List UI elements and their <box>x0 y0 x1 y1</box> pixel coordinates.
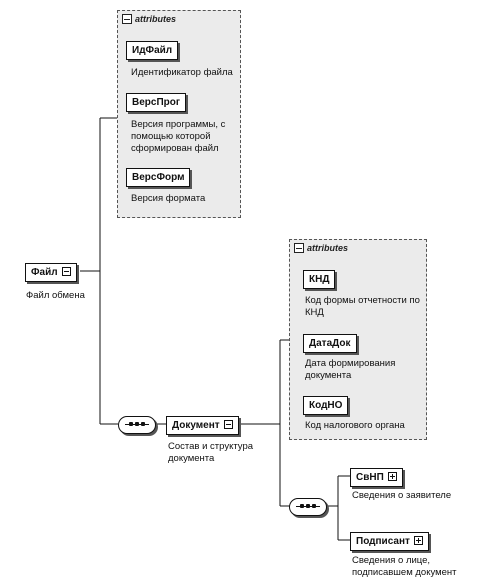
expand-icon[interactable] <box>387 472 397 481</box>
child-svnp[interactable]: СвНП <box>350 468 403 487</box>
collapse-icon[interactable] <box>223 420 233 429</box>
child-podpisant-description: Сведения о лице, подписавшем документ <box>352 555 457 578</box>
child-podpisant[interactable]: Подписант <box>350 532 429 551</box>
attr-idfile-description: Идентификатор файла <box>131 67 233 78</box>
collapse-icon[interactable] <box>122 14 132 24</box>
sequence-compositor[interactable] <box>118 416 156 434</box>
attr-versprog[interactable]: ВерсПрог <box>126 93 187 112</box>
collapse-icon[interactable] <box>61 267 71 276</box>
collapse-icon[interactable] <box>294 243 304 253</box>
root-description: Файл обмена <box>26 290 85 301</box>
group-header[interactable]: attributes <box>294 243 348 253</box>
group-header[interactable]: attributes <box>122 14 176 24</box>
attr-versform-description: Версия формата <box>131 193 206 204</box>
child-svnp-description: Сведения о заявителе <box>352 490 452 501</box>
attr-versprog-description: Версия программы, с помощью которой сфор… <box>131 119 226 154</box>
document-description: Состав и структура документа <box>168 441 254 464</box>
attr-kodno[interactable]: КодНО <box>303 396 349 415</box>
attr-datadok[interactable]: ДатаДок <box>303 334 357 353</box>
attr-kodno-description: Код налогового органа <box>305 420 405 431</box>
sequence-compositor[interactable] <box>289 498 327 516</box>
expand-icon[interactable] <box>413 536 423 545</box>
attr-idfile[interactable]: ИдФайл <box>126 41 179 60</box>
attr-versform[interactable]: ВерсФорм <box>126 168 191 187</box>
attr-knd-description: Код формы отчетности по КНД <box>305 295 420 318</box>
document-element[interactable]: Документ <box>166 416 239 435</box>
attr-datadok-description: Дата формирования документа <box>305 358 396 381</box>
attr-knd[interactable]: КНД <box>303 270 336 289</box>
root-element[interactable]: Файл <box>25 263 77 282</box>
group-header-label: attributes <box>135 14 177 24</box>
group-header-label: attributes <box>307 243 349 253</box>
